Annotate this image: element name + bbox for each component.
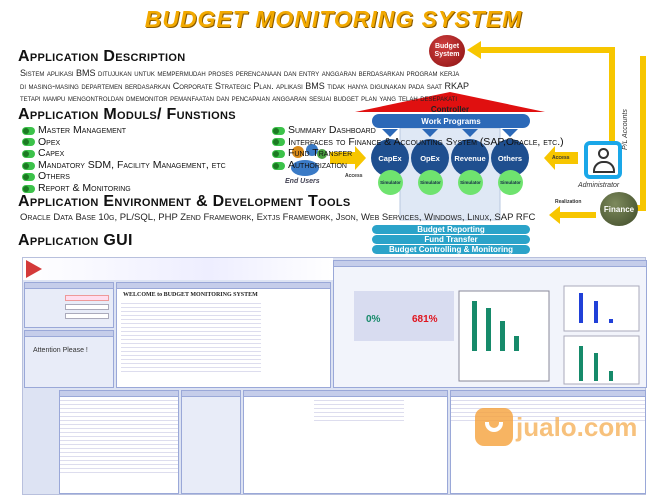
modules-list-left: Master Management Opex Capex Mandatory S… xyxy=(22,124,226,195)
toggle-icon xyxy=(272,161,285,170)
form-panel xyxy=(181,390,241,494)
fund-transfer-bar: Fund Transfer xyxy=(372,235,530,244)
description-line: di masing-masing departemen berdasarkan … xyxy=(20,80,469,91)
controller-label: Controller xyxy=(430,105,470,114)
gui-screenshots: Attention Please ! WELCOME to BUDGET MON… xyxy=(22,257,647,495)
module-item: Fund Transfer xyxy=(272,148,564,160)
page-title: BUDGET MONITORING SYSTEM xyxy=(144,6,523,32)
jualo-watermark: jualo.com xyxy=(475,408,637,446)
module-item: Interfaces to Finance & Accounting Syste… xyxy=(272,136,564,149)
module-item: Authorization xyxy=(272,159,564,172)
toggle-icon xyxy=(22,138,35,147)
budget-system-node: Budget System xyxy=(429,35,465,67)
toggle-icon xyxy=(22,173,35,182)
toggle-icon xyxy=(272,138,285,147)
module-item: Others xyxy=(22,171,226,183)
realization-label: Realization xyxy=(555,199,582,205)
pl-accounts-label: P/L Accounts xyxy=(622,109,629,150)
module-item: Capex xyxy=(22,148,226,160)
module-item: Summary Dashboard xyxy=(272,124,564,137)
description-text: Sistem aplikasi BMS ditujukan untuk memp… xyxy=(20,67,469,105)
module-item: Master Management xyxy=(22,124,226,137)
toggle-icon xyxy=(22,149,35,158)
description-heading: Application Description xyxy=(18,48,186,65)
transaction-panel xyxy=(243,390,448,494)
toggle-icon xyxy=(272,126,285,135)
simulator-node: Simulator xyxy=(498,170,523,195)
gui-heading: Application GUI xyxy=(18,232,133,249)
access-label: Access xyxy=(552,155,570,161)
modules-list-right: Summary Dashboard Interfaces to Finance … xyxy=(272,124,564,172)
simulator-node: Simulator xyxy=(378,170,403,195)
login-panel xyxy=(24,282,114,328)
toggle-icon xyxy=(22,126,35,135)
module-item: Mandatory SDM, Facility Management, etc xyxy=(22,159,226,172)
kpi-value: 681% xyxy=(412,314,438,325)
description-line: Sistem aplikasi BMS ditujukan untuk memp… xyxy=(20,68,460,78)
account-grid-panel xyxy=(59,390,179,494)
attention-text: Attention Please ! xyxy=(33,347,88,354)
modules-heading: Application Moduls/ Funstions xyxy=(18,106,236,123)
module-item: Report & Monitoring xyxy=(22,182,226,195)
description-line: tetapi mampu mengontroldan dmemonitor pe… xyxy=(20,93,458,103)
environment-text: Oracle Data Base 10g, PL/SQL, PHP Zend F… xyxy=(20,212,536,223)
budget-controlling-bar: Budget Controlling & Monitoring xyxy=(372,245,530,254)
toggle-icon xyxy=(22,184,35,193)
toggle-icon xyxy=(22,161,35,170)
budget-reporting-bar: Budget Reporting xyxy=(372,225,530,234)
simulator-node: Simulator xyxy=(418,170,443,195)
end-users-label: End Users xyxy=(285,178,320,185)
gui-banner xyxy=(23,258,333,280)
simulator-node: Simulator xyxy=(458,170,483,195)
finance-node: Finance xyxy=(600,192,638,226)
dashboard-charts xyxy=(458,285,640,385)
architecture-diagram: Budget System Controller Work Programs C… xyxy=(285,35,646,254)
administrator-label: Administrator xyxy=(578,182,620,189)
welcome-text: WELCOME to BUDGET MONITORING SYSTEM xyxy=(123,292,258,298)
toggle-icon xyxy=(272,149,285,158)
environment-heading: Application Environment & Development To… xyxy=(18,193,351,210)
administrator-icon xyxy=(584,141,622,179)
access-label: Access xyxy=(345,173,363,179)
attention-panel: Attention Please ! xyxy=(24,330,114,388)
kpi-value: 0% xyxy=(366,314,381,325)
dashboard-panel: 0% 681% xyxy=(333,260,647,388)
module-item: Opex xyxy=(22,136,226,149)
work-programs-bar: Work Programs xyxy=(372,114,530,128)
welcome-panel: WELCOME to BUDGET MONITORING SYSTEM xyxy=(116,282,331,388)
